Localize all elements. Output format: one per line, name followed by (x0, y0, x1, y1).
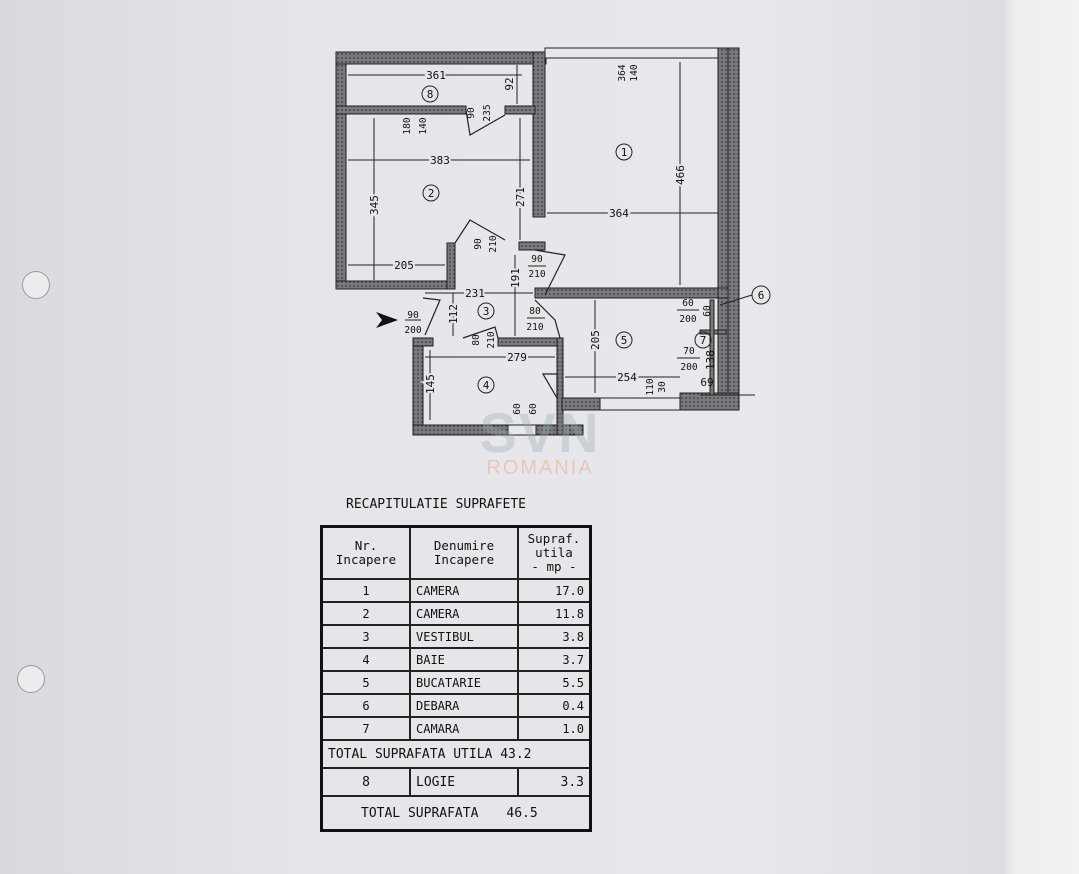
door-swings (422, 109, 566, 401)
room-1-number: 1 (621, 146, 628, 159)
room-8-number: 8 (427, 88, 434, 101)
dim-r8-depth: 92 (503, 77, 516, 90)
opening-w: 80 (529, 306, 541, 317)
room-7-number: 7 (700, 334, 707, 347)
opening-h: 140 (418, 117, 429, 134)
dim-r4-height: 145 (424, 374, 437, 394)
opening-w: 90 (407, 310, 419, 321)
windows (507, 47, 719, 436)
dim-r7-width: 69 (700, 376, 713, 389)
opening-w: 60 (512, 403, 523, 415)
dim-30: 30 (657, 381, 668, 393)
opening-w: 60 (702, 305, 713, 317)
entrance-arrow-icon (376, 312, 398, 328)
opening-w: 80 (471, 334, 482, 346)
opening-w: 90 (531, 254, 543, 265)
header-area: Supraf.utila- mp - (517, 525, 592, 580)
opening-w: 90 (473, 238, 484, 250)
opening-h: 210 (526, 322, 543, 333)
dim-r2-side: 271 (514, 187, 527, 207)
room-4-number: 4 (483, 379, 490, 392)
dim-r1-width: 364 (609, 207, 629, 220)
punch-hole (22, 271, 50, 299)
dim-r3-width: 231 (465, 287, 485, 300)
dim-r2-width: 383 (430, 154, 450, 167)
total-utila-row: TOTAL SUPRAFATA UTILA 43.2 (320, 739, 592, 769)
dim-r3-height: 191 (509, 268, 522, 288)
room-6-number: 6 (758, 289, 765, 302)
dim-r3-small: 112 (447, 304, 460, 324)
opening-w: 364 (617, 64, 628, 81)
room-3-number: 3 (483, 305, 490, 318)
room-markers (421, 85, 771, 394)
dim-r5-width: 254 (617, 371, 637, 384)
opening-w: 90 (466, 107, 477, 119)
opening-h: 200 (404, 325, 421, 336)
opening-h: 200 (680, 362, 697, 373)
opening-h: 60 (528, 403, 539, 415)
dim-r7-height: 138 (704, 350, 717, 370)
opening-h: 235 (482, 104, 493, 121)
dim-r8-width: 361 (426, 69, 446, 82)
opening-h: 200 (679, 314, 696, 325)
room-5-number: 5 (621, 334, 628, 347)
dim-110: 110 (645, 378, 656, 395)
dimension-lines (348, 62, 755, 420)
opening-w: 70 (683, 346, 695, 357)
room-2-number: 2 (428, 187, 435, 200)
watermark-logo: SVN ROMANIA (479, 401, 601, 479)
header-nr: Nr.Incapere (320, 525, 411, 580)
opening-h: 210 (488, 235, 499, 252)
opening-h: 210 (486, 331, 497, 348)
opening-w: 60 (682, 298, 694, 309)
summary-title: RECAPITULATIE SUPRAFETE (346, 497, 527, 512)
opening-h: 140 (629, 64, 640, 81)
dim-r2-height: 345 (368, 195, 381, 215)
dim-r1-height: 466 (674, 165, 687, 185)
opening-w: 180 (402, 117, 413, 134)
opening-labels: 364 140 180 140 90 235 90 210 90 210 90 … (402, 64, 713, 415)
opening-h: 210 (528, 269, 545, 280)
dim-r5-height: 205 (589, 330, 602, 350)
dim-r4-width: 279 (507, 351, 527, 364)
punch-hole (17, 665, 45, 693)
dim-r2-bottom: 205 (394, 259, 414, 272)
